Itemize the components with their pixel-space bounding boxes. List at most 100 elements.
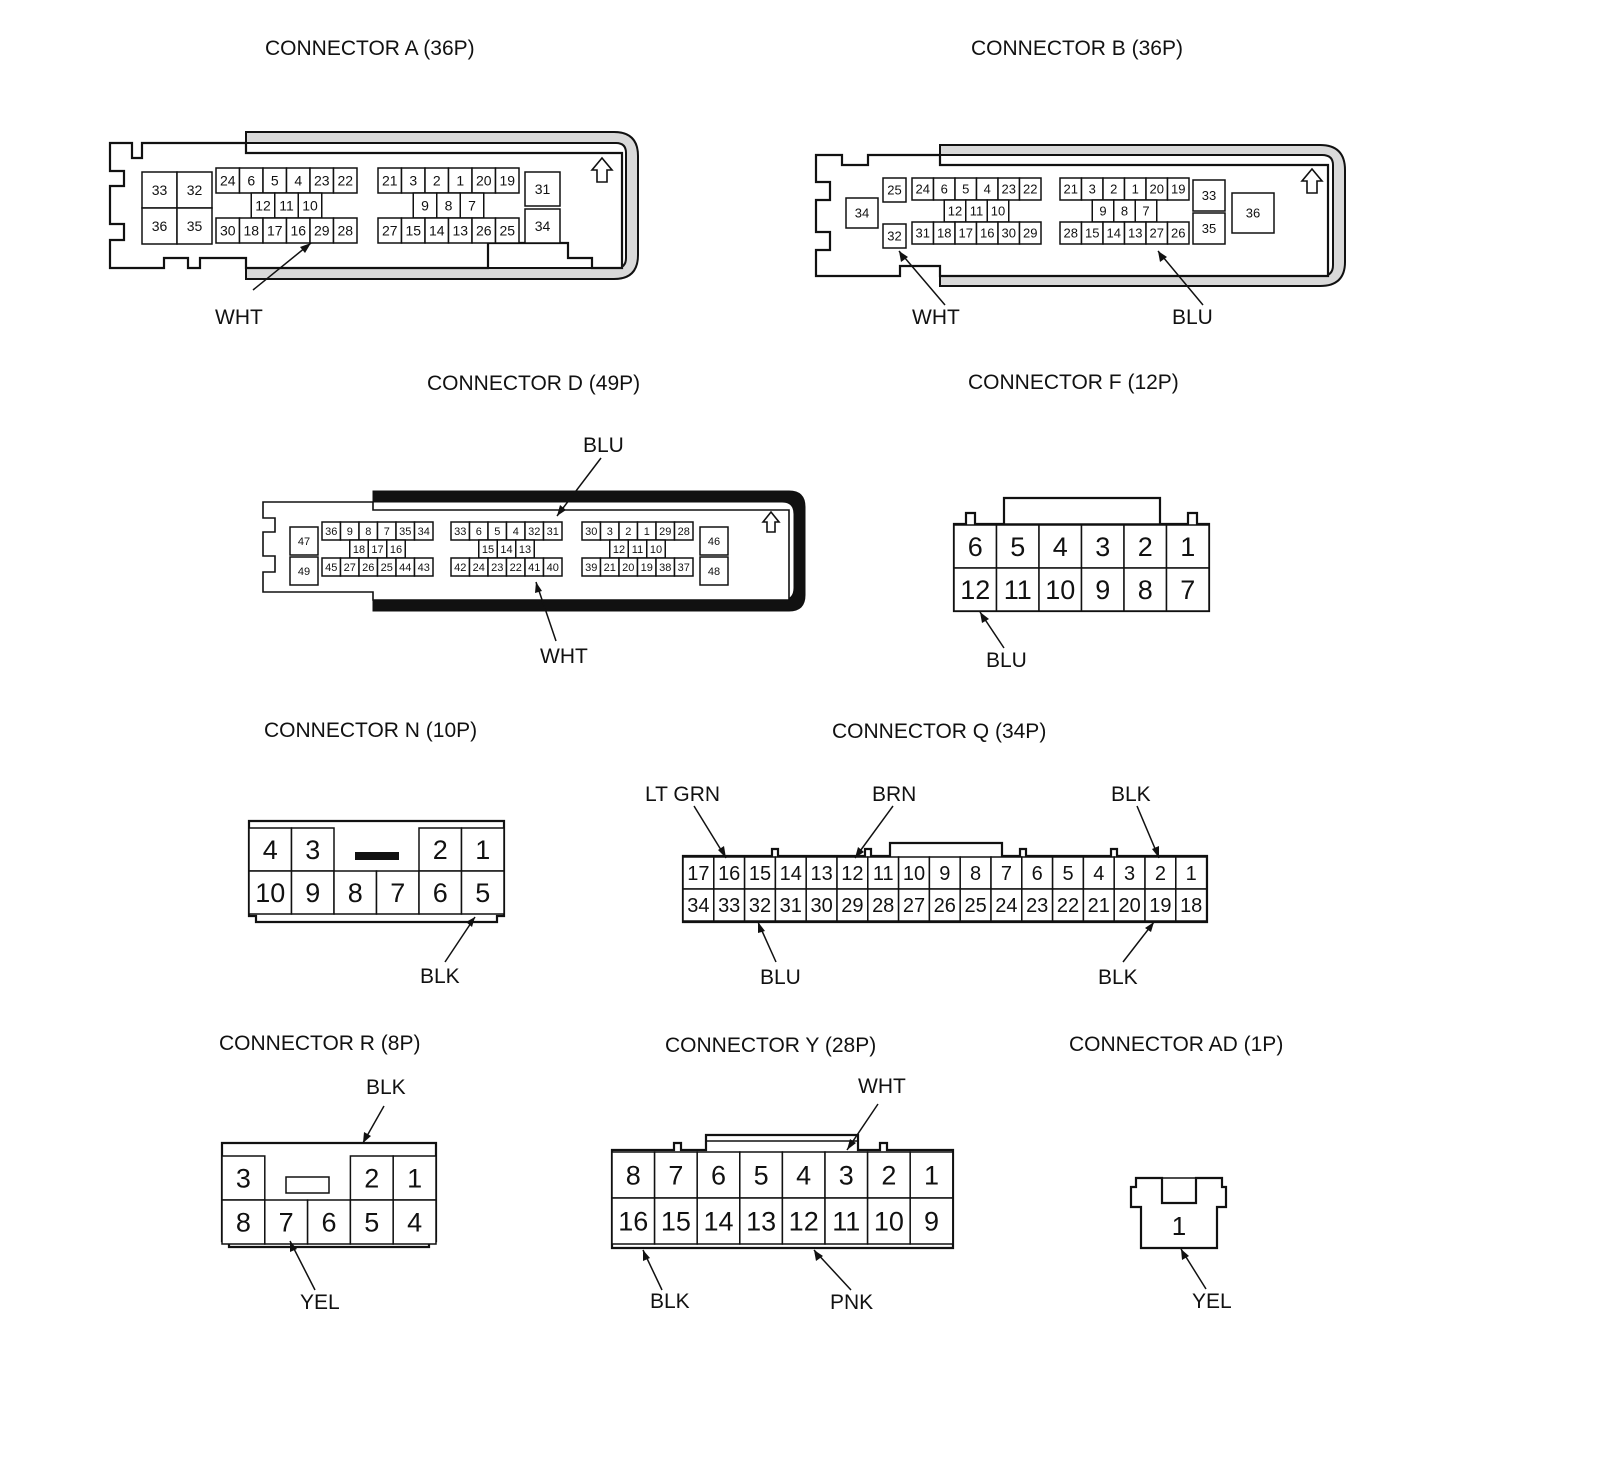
connector-q-pin-label: 23 [1026, 895, 1048, 917]
connector-q-title: CONNECTOR Q (34P) [832, 720, 1046, 743]
connector-b-pin-label: 9 [1099, 204, 1106, 219]
connector-f-pin-label: 12 [960, 575, 990, 605]
connector-b-blu-label: BLU [1172, 306, 1213, 329]
connector-q-cavity [928, 856, 961, 890]
connector-q-pin-label: 15 [749, 863, 771, 885]
connector-n-cavity [418, 827, 463, 872]
connector-b-lock-arrow-icon [1300, 167, 1324, 194]
connector-b-cavity [1192, 179, 1226, 212]
connector-y-pin-label: 1 [924, 1161, 939, 1191]
connector-d-pin-label: 13 [519, 544, 531, 556]
connector-a-pin-label: 7 [468, 198, 476, 214]
connector-d-pin-label: 34 [418, 526, 430, 538]
connector-d-pin-label: 3 [607, 526, 613, 538]
connector-a-cavity [176, 171, 213, 209]
connector-d-pin-label: 49 [298, 566, 310, 578]
connector-q-pin-label: 7 [1001, 863, 1012, 885]
connector-n-blk-label: BLK [420, 965, 460, 988]
connector-f-pin-label: 9 [1095, 575, 1110, 605]
connector-n-pin-label: 4 [263, 835, 278, 865]
connector-d-cavity [289, 526, 319, 556]
connector-d-pin-label: 16 [390, 544, 402, 556]
connector-n-pin-label: 10 [255, 878, 285, 908]
connector-q-pin-label: 8 [970, 863, 981, 885]
connector-d-cavity [413, 521, 434, 541]
connector-r-cavity [392, 1155, 437, 1201]
connector-n-pin-label: 3 [305, 835, 320, 865]
connector-b-pin-label: 24 [916, 182, 930, 197]
connector-q-blk-top-label: BLK [1111, 783, 1151, 806]
connector-q-pin-label: 26 [934, 895, 956, 917]
connector-d-pin-label: 35 [399, 526, 411, 538]
connector-y-pin-label: 12 [789, 1207, 819, 1237]
connector-f-pin-label: 1 [1180, 532, 1195, 562]
connector-r-pin-label: 8 [236, 1208, 251, 1238]
connector-a-pin-label: 20 [476, 173, 492, 189]
connector-y-cavity [866, 1151, 911, 1199]
connector-b-pin-label: 4 [984, 182, 991, 197]
connector-r-pin-label: 4 [407, 1208, 422, 1238]
connector-r-pin-label: 3 [236, 1164, 251, 1194]
connector-y-cavity [824, 1151, 869, 1199]
connector-d-pin-label: 38 [659, 562, 671, 574]
connector-n-cavity [460, 827, 505, 872]
connector-q-ltgrn-arrow-icon [718, 846, 726, 858]
connector-d-pin-label: 25 [381, 562, 393, 574]
connector-q-pin-label: 4 [1093, 863, 1104, 885]
connector-a-pin-label: 18 [243, 223, 259, 239]
connector-a-wht-label: WHT [215, 306, 263, 329]
connector-r-pin-label: 5 [364, 1208, 379, 1238]
connector-d-pin-label: 47 [298, 536, 310, 548]
connector-f-cavity [953, 567, 998, 612]
connector-b-cavity [1018, 177, 1042, 201]
connector-r-title: CONNECTOR R (8P) [219, 1032, 420, 1055]
connector-y-title: CONNECTOR Y (28P) [665, 1034, 876, 1057]
connector-d-pin-label: 41 [528, 562, 540, 574]
connector-r-cavity [264, 1199, 309, 1245]
connector-b-pin-label: 15 [1085, 226, 1099, 241]
connector-n-pin-label: 7 [390, 878, 405, 908]
connector-q-pin-label: 32 [749, 895, 771, 917]
connector-q-cavity [1021, 888, 1054, 922]
connector-a-pin-label: 6 [247, 173, 255, 189]
connector-y-cavity [909, 1197, 954, 1245]
connector-b-pin-label: 2 [1110, 182, 1117, 197]
connector-d-pin-label: 7 [384, 526, 390, 538]
connector-q-pin-label: 30 [810, 895, 832, 917]
connector-q-pin-label: 2 [1155, 863, 1166, 885]
connector-q-cavity [682, 856, 715, 890]
connector-a-cavity [494, 217, 520, 244]
connector-q-brn-label: BRN [872, 783, 916, 806]
connector-f-cavity [995, 524, 1040, 569]
connector-f-title: CONNECTOR F (12P) [968, 371, 1179, 394]
connector-y-pin-label: 11 [832, 1207, 860, 1237]
connector-d-cavity [542, 557, 563, 577]
connector-d-blu-arrow-icon [557, 505, 566, 516]
connector-d-blu-leader [556, 457, 602, 517]
connector-f-pin-label: 8 [1138, 575, 1153, 605]
connector-d-pin-label: 23 [491, 562, 503, 574]
connector-b-pin-label: 11 [970, 204, 984, 219]
connector-y-wht-label: WHT [858, 1075, 906, 1098]
connector-n-cavity [418, 870, 463, 915]
connector-y-pin-label: 2 [881, 1161, 896, 1191]
connector-d-cavity [542, 521, 563, 541]
connector-r-blk-arrow-icon [363, 1132, 371, 1143]
connector-r-key [285, 1176, 330, 1194]
connector-y-cavity [653, 1151, 698, 1199]
connector-b-pin-label: 17 [959, 226, 973, 241]
connector-b-pin-label: 32 [887, 229, 901, 244]
connector-a-pin-label: 35 [187, 218, 203, 234]
connector-d-blu-label: BLU [583, 434, 624, 457]
connector-q-pin-label: 33 [718, 895, 740, 917]
connector-r-cavity [349, 1199, 394, 1245]
connector-y-pnk-arrow-icon [814, 1250, 823, 1261]
